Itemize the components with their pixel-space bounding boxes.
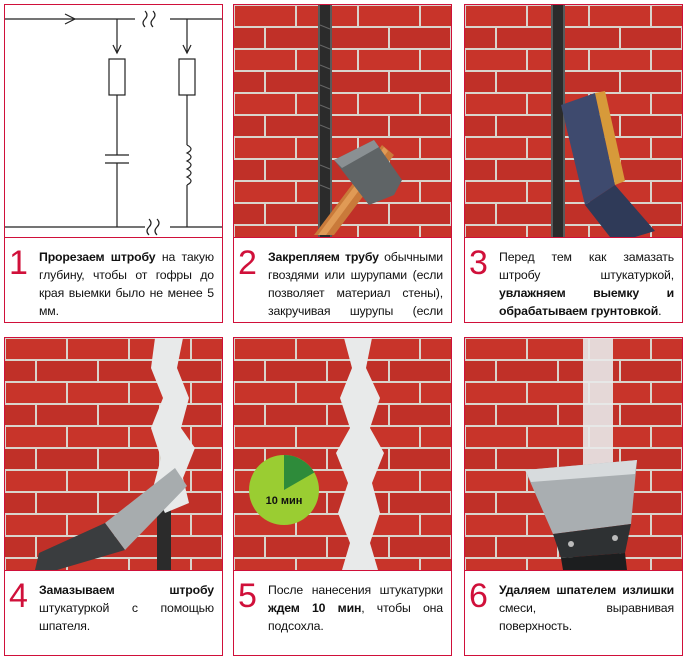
step-text: Удаляем шпателем излишки смеси, выравнив…: [499, 581, 674, 635]
brick-wall-illustration: 10 мин: [234, 338, 451, 570]
circuit-diagram: [5, 5, 222, 237]
step-bold: ждем 10 мин: [268, 601, 362, 615]
step-text: Перед тем как замазать штробу штукатурко…: [499, 248, 674, 320]
brick-wall-hammer: [234, 5, 451, 237]
step-bold: Удаляем шпателем излишки: [499, 583, 674, 597]
brick-wall-illustration: [465, 338, 682, 570]
step-number: 3: [469, 244, 488, 282]
step-rest: .: [658, 304, 662, 318]
step-rest: на такую глубину, чтобы от гофры до края…: [39, 250, 215, 318]
step-bold: Прорезаем штробу: [39, 250, 156, 264]
brick-wall-spatula: [5, 338, 222, 570]
step-caption-2: 2 Закрепляем трубу обычными гвоздями или…: [234, 237, 451, 322]
step-number: 5: [238, 577, 257, 615]
brick-wall-illustration: [5, 338, 222, 570]
step-panel-2: 2 Закрепляем трубу обычными гвоздями или…: [233, 4, 452, 323]
step-caption-4: 4 Замазываем штробу штукатуркой с помощь…: [5, 570, 222, 655]
step-panel-3: 3 Перед тем как замазать штробу штукатур…: [464, 4, 683, 323]
step-bold: Замазываем штробу: [39, 583, 214, 597]
step-caption-6: 6 Удаляем шпателем излишки смеси, выравн…: [465, 570, 682, 655]
brick-wall-scraper: [465, 338, 682, 570]
step-pre: После нанесения штукатурки: [268, 583, 443, 597]
step-rest: смеси, выравнивая поверхность.: [499, 601, 674, 633]
brick-wall-timer: 10 мин: [234, 338, 451, 570]
step-text: После нанесения штукатурки ждем 10 мин, …: [268, 581, 443, 635]
step-rest: обычными гвоздями или шурупами (если поз…: [268, 250, 443, 318]
step-panel-6: 6 Удаляем шпателем излишки смеси, выравн…: [464, 337, 683, 656]
step-caption-1: 1 Прорезаем штробу на такую глубину, что…: [5, 237, 222, 322]
step-number: 2: [238, 244, 257, 282]
step-number: 1: [9, 244, 28, 282]
brick-wall-illustration: [234, 5, 451, 237]
step-bold: Закрепляем трубу: [268, 250, 379, 264]
step-bold: увлажняем выемку и обрабатываем грунтовк…: [499, 286, 674, 318]
step-rest: штукатуркой с помощью шпателя.: [39, 601, 214, 633]
timer-elapsed-wedge: [284, 455, 315, 490]
step-panel-5: 10 мин 5 После нанесения штукатурки ждем…: [233, 337, 452, 656]
step-text: Прорезаем штробу на такую глубину, чтобы…: [39, 248, 214, 320]
step-text: Закрепляем трубу обычными гвоздями или ш…: [268, 248, 443, 322]
brick-wall-illustration: [465, 5, 682, 237]
step-pre: Перед тем как замазать штробу штукатурко…: [499, 250, 674, 282]
step-text: Замазываем штробу штукатуркой с помощью …: [39, 581, 214, 635]
brick-wall-brush: [465, 5, 682, 237]
step-number: 6: [469, 577, 488, 615]
step-caption-5: 5 После нанесения штукатурки ждем 10 мин…: [234, 570, 451, 655]
step-number: 4: [9, 577, 28, 615]
step-panel-1: 1 Прорезаем штробу на такую глубину, что…: [4, 4, 223, 323]
timer-label: 10 мин: [266, 495, 303, 507]
step-rest: , чтобы она подсохла.: [268, 601, 443, 633]
step-caption-3: 3 Перед тем как замазать штробу штукатур…: [465, 237, 682, 322]
step-panel-4: 4 Замазываем штробу штукатуркой с помощь…: [4, 337, 223, 656]
